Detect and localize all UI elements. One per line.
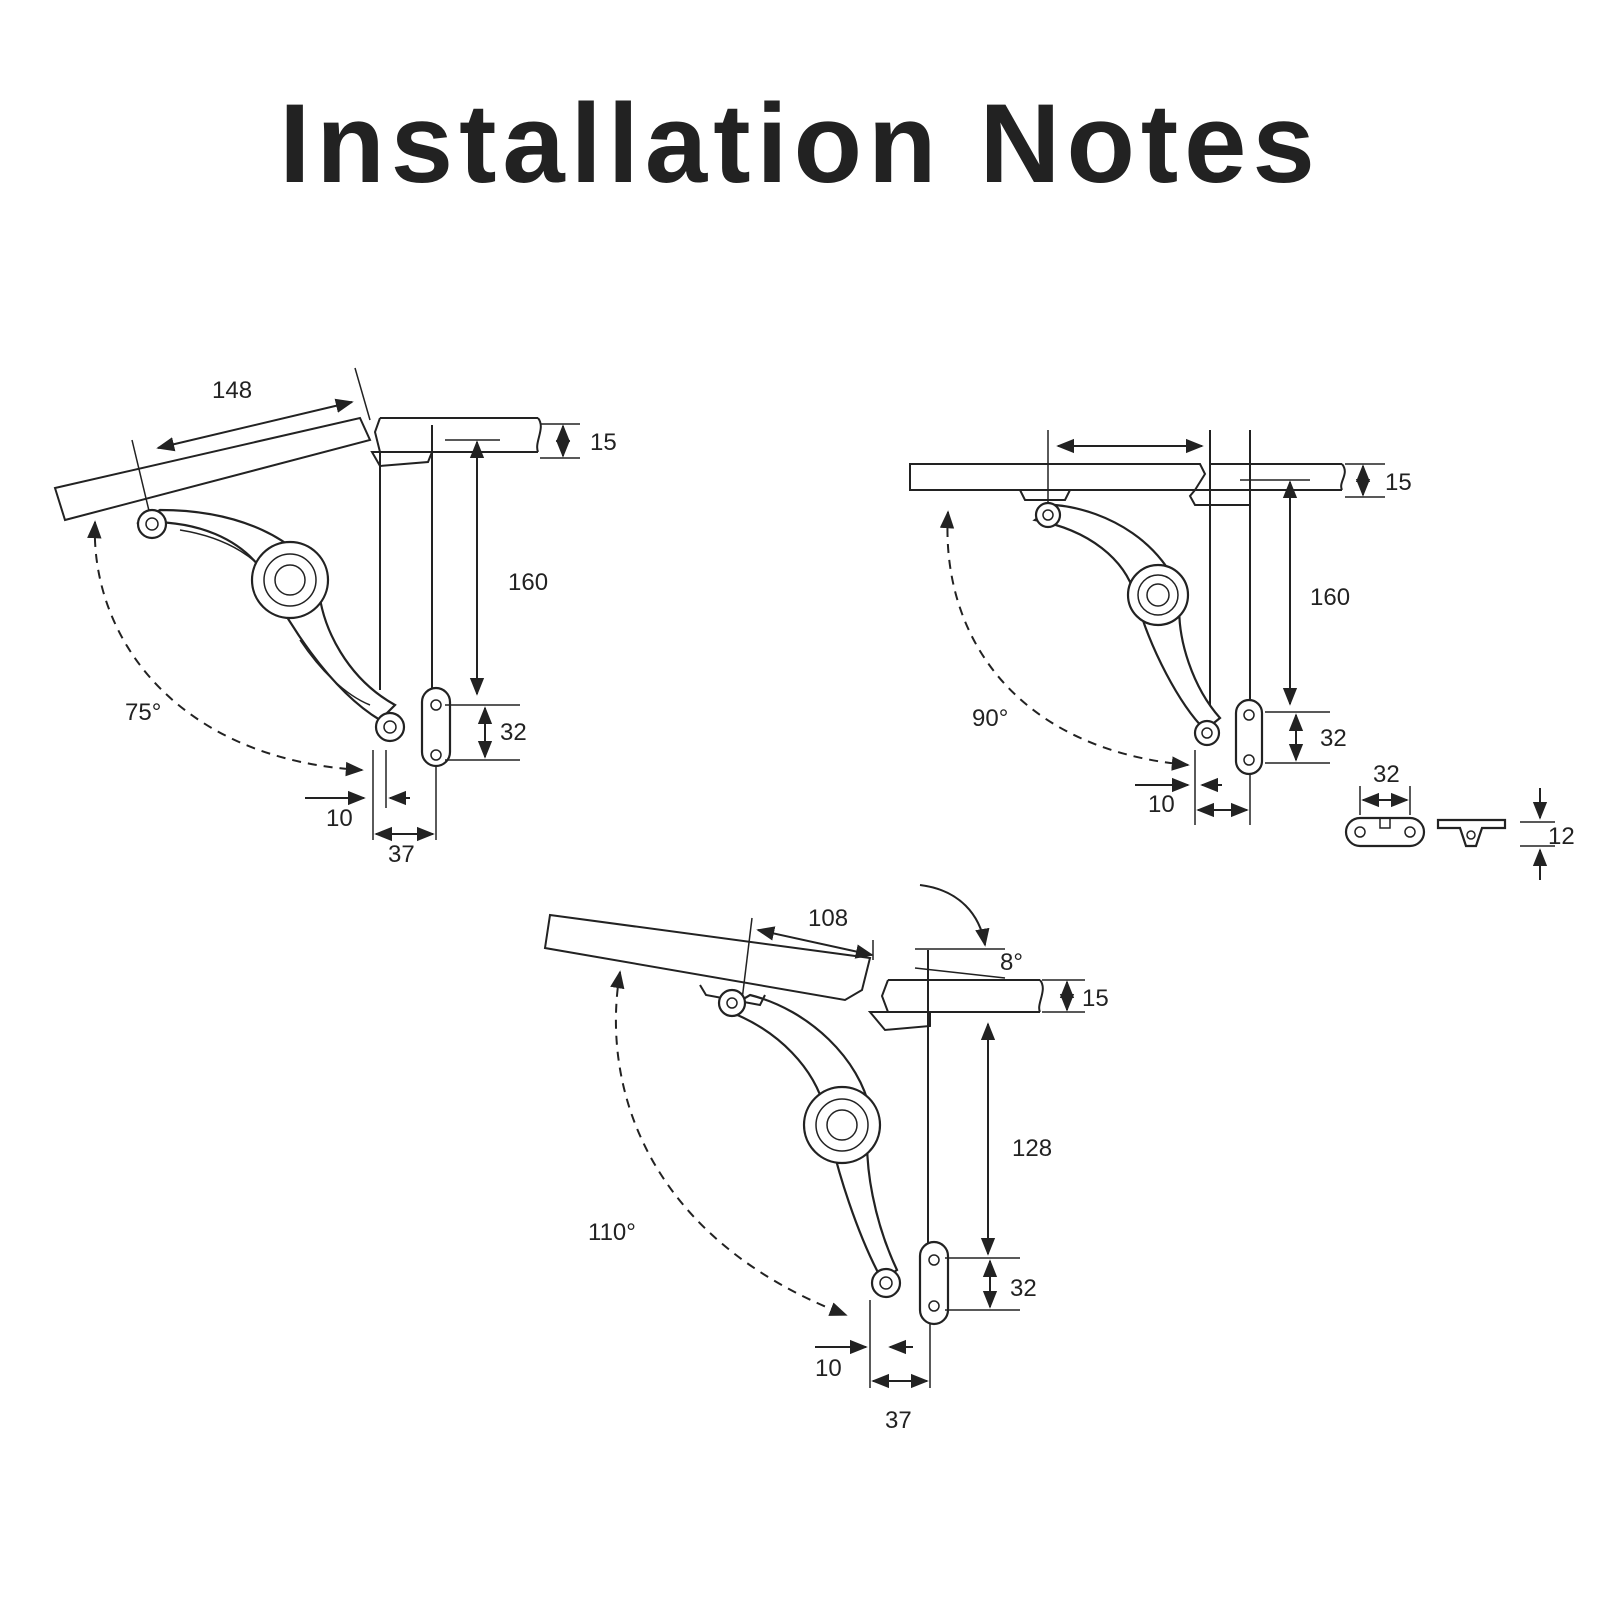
hinge-arm <box>135 508 397 722</box>
label-angle: 90° <box>972 705 1008 732</box>
pivot-bottom <box>1193 719 1221 747</box>
dim-arrow-lid <box>756 926 874 959</box>
label-hole-spacing: 32 <box>1373 761 1400 788</box>
page-title: Installation Notes <box>279 81 1321 206</box>
label-height: 160 <box>508 569 548 596</box>
label-thickness: 15 <box>1385 469 1412 496</box>
swing-arc <box>610 970 848 1316</box>
label-angle: 110° <box>588 1219 636 1246</box>
dim-arrow-lid <box>156 398 354 452</box>
cabinet-panel <box>373 417 542 453</box>
label-width: 37 <box>388 841 415 868</box>
label-lid-length: 108 <box>808 905 848 932</box>
diagram-110-degree: 108 8° 15 128 32 110° 10 37 <box>543 884 1109 1434</box>
mount-plate <box>867 1011 931 1032</box>
spring-hub <box>1126 563 1190 627</box>
label-width: 37 <box>885 1407 912 1434</box>
plate-detail: 32 12 <box>1344 761 1575 880</box>
label-angle: 75° <box>125 699 161 726</box>
label-height: 128 <box>1012 1135 1052 1162</box>
label-spacing: 32 <box>500 719 527 746</box>
side-plate <box>918 1240 950 1326</box>
pivot-top <box>717 988 747 1018</box>
diagram-90-degree: 15 160 32 90° 10 <box>909 430 1412 825</box>
label-spacing: 32 <box>1320 725 1347 752</box>
pivot-top <box>136 508 168 540</box>
label-thickness: 15 <box>1082 985 1109 1012</box>
hinge-arm <box>1032 503 1222 732</box>
cabinet-panel <box>880 979 1044 1013</box>
label-tilt-angle: 8° <box>1000 949 1023 976</box>
plate-front <box>1344 816 1426 848</box>
mount-plate <box>370 451 434 468</box>
label-height: 160 <box>1310 584 1350 611</box>
pivot-bottom <box>374 711 406 743</box>
cabinet-panel <box>1210 463 1346 491</box>
lid-panel <box>53 416 372 522</box>
swing-arc <box>939 510 1190 771</box>
swing-arc <box>87 520 364 777</box>
mount-plate <box>1188 489 1251 506</box>
label-depth: 12 <box>1548 823 1575 850</box>
side-plate <box>1234 698 1264 776</box>
label-offset: 10 <box>326 805 353 832</box>
label-spacing: 32 <box>1010 1275 1037 1302</box>
pivot-top <box>1034 501 1062 529</box>
label-offset: 10 <box>1148 791 1175 818</box>
label-offset: 10 <box>815 1355 842 1382</box>
plate-side <box>1436 818 1507 848</box>
diagram-75-degree: 148 15 160 32 75° 10 37 <box>53 367 617 868</box>
label-lid-length: 148 <box>212 377 252 404</box>
label-thickness: 15 <box>590 429 617 456</box>
lid-panel <box>909 463 1207 491</box>
pivot-bottom <box>870 1267 902 1299</box>
